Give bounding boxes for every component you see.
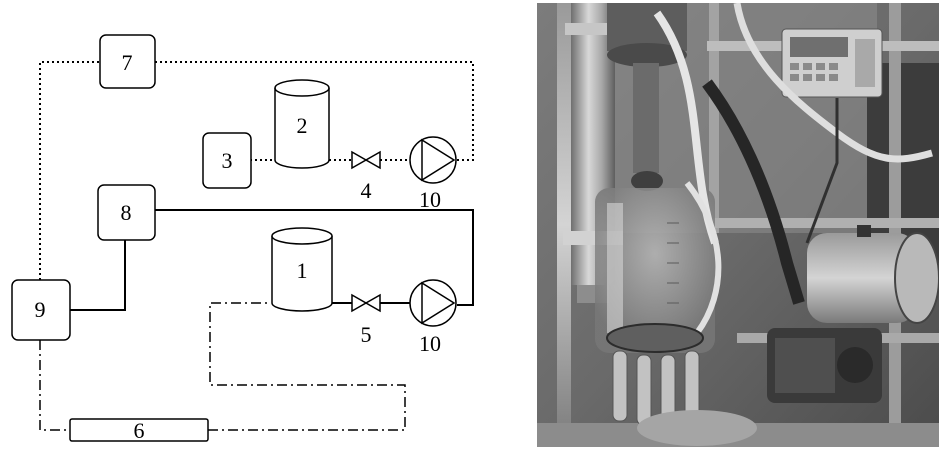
glass-jar-highlight [607,203,623,333]
valve-5-label: 5 [361,322,372,347]
system-schematic: 7 3 2 4 10 8 1 5 10 9 6 [0,0,480,450]
pump-top-circle [410,137,456,183]
valve-4-icon [352,152,366,168]
controller-display [790,37,848,57]
tank-1-top [272,228,332,244]
vacuum-cylinder-knob [857,225,871,237]
pump-bottom-label: 10 [419,331,441,356]
bucket [637,410,757,446]
valve-4-label: 4 [361,178,372,203]
dashdot-line-loop [40,303,405,430]
unit-9-label: 9 [35,297,46,322]
tank-2-label: 2 [297,113,308,138]
valve-5-icon-right [366,295,380,311]
motor-pump-fan [837,347,873,383]
solid-line-9-to-8 [70,240,125,310]
tank-1-label: 1 [297,258,308,283]
frame-bar-horizontal-mid [707,218,939,228]
test-rig-photo [537,3,939,447]
pump-top-label: 10 [419,187,441,212]
valve-5-icon [352,295,366,311]
milking-claw [607,324,703,352]
tank-2-top [275,80,329,96]
unit-7-label: 7 [122,50,133,75]
dotted-signal-line-7 [40,62,473,285]
unit-8-label: 8 [121,200,132,225]
pulsator-stem [633,63,659,173]
vacuum-cylinder-end [895,233,939,323]
unit-6-label: 6 [134,418,145,443]
frame-bar-vertical-left [557,3,571,447]
unit-3-label: 3 [222,148,233,173]
pump-bottom-circle [410,280,456,326]
valve-4-icon-right [366,152,380,168]
motor-pump-fins [775,338,835,393]
